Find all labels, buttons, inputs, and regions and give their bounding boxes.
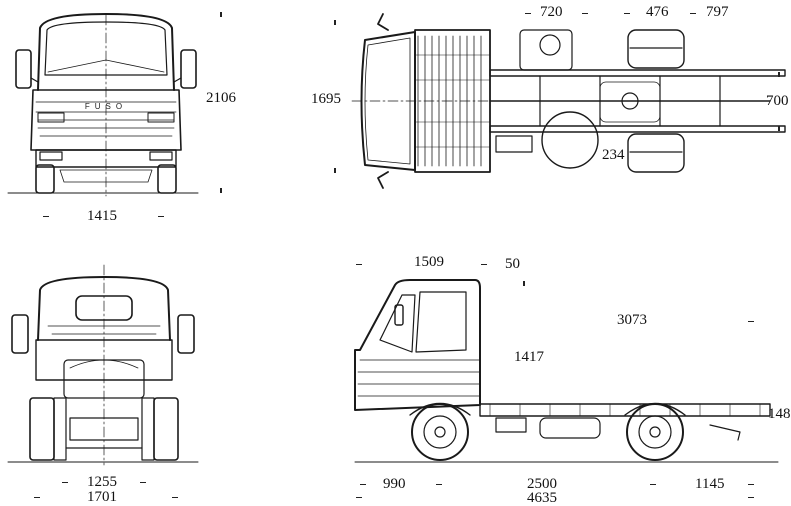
dim-rear-width: 1701 <box>87 489 117 505</box>
dim-side-rear-overhang: 1145 <box>695 476 725 492</box>
tick <box>778 126 780 131</box>
tick <box>62 482 68 483</box>
top-view <box>351 13 786 189</box>
tick <box>650 484 656 485</box>
dim-top-offset: 234 <box>602 147 625 163</box>
tick <box>140 482 146 483</box>
dim-rear-track: 1255 <box>87 474 117 490</box>
tick <box>748 484 754 485</box>
tick <box>356 264 362 265</box>
dim-side-rear-height: 148 <box>768 406 791 422</box>
rear-view <box>7 264 199 466</box>
tick <box>43 216 49 217</box>
tick <box>158 216 164 217</box>
dim-top-frame-width: 700 <box>766 93 789 109</box>
tick <box>436 484 442 485</box>
tick <box>523 281 525 286</box>
tick <box>334 168 336 173</box>
dim-top-span-c: 797 <box>706 4 729 20</box>
dim-top-span-a: 720 <box>540 4 563 20</box>
front-logo: FUSO <box>85 102 127 111</box>
dim-front-width: 1415 <box>87 208 117 224</box>
dim-side-gap: 50 <box>505 256 520 272</box>
tick <box>748 321 754 322</box>
tick <box>624 13 630 14</box>
dim-side-cab-length: 1509 <box>414 254 444 270</box>
dim-front-height: 2106 <box>206 90 236 106</box>
tick <box>172 497 178 498</box>
tick <box>220 12 222 17</box>
dim-side-frame-height: 1417 <box>514 349 544 365</box>
tick <box>690 13 696 14</box>
front-view: FUSO <box>7 13 199 197</box>
tick <box>582 13 588 14</box>
dim-side-body-length: 3073 <box>617 312 647 328</box>
dim-side-wheelbase: 2500 <box>527 476 557 492</box>
dim-side-front-overhang: 990 <box>383 476 406 492</box>
tick <box>334 20 336 25</box>
tick <box>360 484 366 485</box>
dim-top-span-b: 476 <box>646 4 669 20</box>
dim-top-cab-width: 1695 <box>311 91 341 107</box>
tick <box>778 72 780 77</box>
side-view <box>354 279 779 463</box>
tick <box>220 188 222 193</box>
tick <box>481 264 487 265</box>
tick <box>34 497 40 498</box>
dim-side-overall-length: 4635 <box>527 490 557 506</box>
tick <box>748 497 754 498</box>
tick <box>525 13 531 14</box>
tick <box>356 497 362 498</box>
